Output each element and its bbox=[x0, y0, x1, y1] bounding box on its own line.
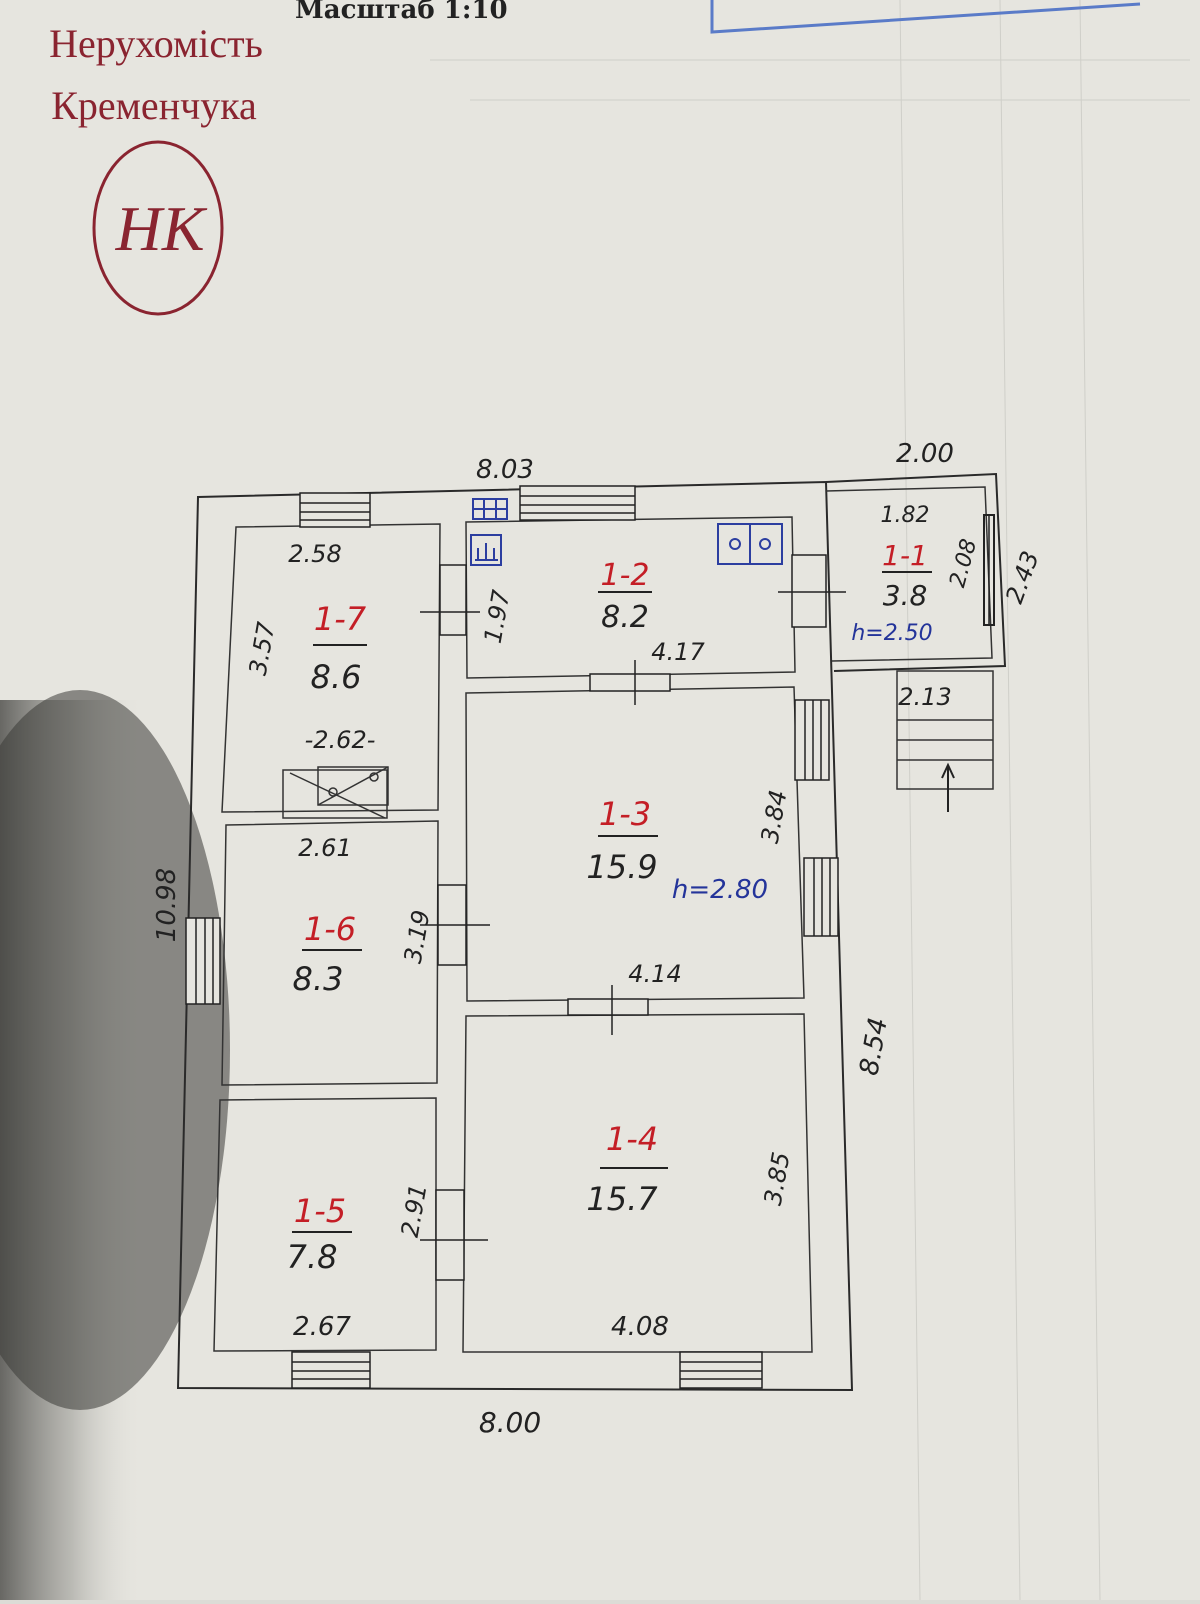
room-1-5-outline bbox=[213, 1097, 437, 1352]
dim-bottom: 8.00 bbox=[479, 1406, 541, 1439]
watermark-line-2: Кременчука bbox=[51, 83, 257, 128]
window-left bbox=[185, 917, 221, 1005]
door-1-2-1-1 bbox=[778, 554, 846, 628]
scale-text: Масштаб 1:10 bbox=[295, 0, 508, 25]
room-1-7-id: 1-7 bbox=[314, 600, 367, 638]
room-1-3-area: 15.9 bbox=[586, 848, 657, 886]
window-top-mid bbox=[519, 485, 636, 521]
room-1-4-width: 4.08 bbox=[611, 1312, 669, 1342]
doors bbox=[420, 554, 846, 1281]
stamp-box bbox=[710, 0, 1141, 34]
door-1-7-1-2 bbox=[420, 564, 480, 636]
windows bbox=[185, 485, 839, 1389]
room-1-3-ceiling: h=2.80 bbox=[672, 875, 768, 905]
room-1-6-area: 8.3 bbox=[293, 960, 344, 998]
door-1-5-1-4 bbox=[420, 1189, 488, 1281]
room-1-5-width: 2.67 bbox=[293, 1312, 351, 1342]
window-bottom-left bbox=[291, 1351, 371, 1389]
window-top-left bbox=[299, 492, 371, 528]
room-1-7-width: 2.58 bbox=[288, 540, 341, 568]
window-bottom-right bbox=[679, 1351, 763, 1389]
room-1-2: 1-2 8.2 4.17 1.97 bbox=[479, 558, 706, 666]
room-1-6-width: 2.61 bbox=[298, 834, 351, 862]
window-right-mid bbox=[803, 857, 839, 937]
porch-outer-wall bbox=[825, 472, 1007, 672]
room-1-7-area: 8.6 bbox=[311, 658, 362, 696]
room-1-6: 2.61 1-6 8.3 3.19 bbox=[293, 834, 436, 998]
boiler-icon bbox=[472, 498, 508, 520]
room-1-7: 2.58 1-7 8.6 3.57 -2.62- bbox=[244, 540, 376, 754]
door-1-6-1-3 bbox=[420, 884, 490, 966]
room-1-3-id: 1-3 bbox=[599, 795, 651, 833]
dim-left: 10.98 bbox=[152, 868, 182, 942]
room-1-1-area: 3.8 bbox=[883, 579, 928, 612]
room-1-5-id: 1-5 bbox=[294, 1192, 346, 1230]
room-1-6-outline bbox=[221, 820, 439, 1086]
photo-shadow-blob bbox=[0, 690, 230, 1410]
room-1-6-id: 1-6 bbox=[304, 910, 356, 948]
room-1-2-width: 4.17 bbox=[651, 638, 705, 666]
sink-icon bbox=[717, 523, 783, 565]
dim-top-main: 8.03 bbox=[476, 455, 534, 485]
background-form-lines bbox=[430, 0, 1190, 1601]
room-1-4-id: 1-4 bbox=[606, 1120, 658, 1158]
room-1-1-width: 1.82 bbox=[881, 503, 930, 528]
room-1-2-id: 1-2 bbox=[601, 558, 650, 593]
room-1-5-area: 7.8 bbox=[287, 1238, 338, 1276]
room-1-4-area: 15.7 bbox=[586, 1180, 658, 1218]
room-1-1: 1.82 1-1 3.8 2.08 h=2.50 bbox=[851, 503, 982, 646]
stove-gas-icon bbox=[470, 534, 502, 566]
entrance-steps bbox=[896, 670, 994, 812]
dim-porch-bottom: 2.13 bbox=[898, 683, 951, 711]
door-1-2-1-3 bbox=[589, 660, 671, 705]
window-right-upper bbox=[794, 699, 830, 781]
watermark-logo-letters: НК bbox=[115, 193, 208, 264]
room-1-2-area: 8.2 bbox=[601, 600, 649, 635]
stove-block bbox=[282, 766, 389, 819]
dim-top-porch: 2.00 bbox=[896, 439, 954, 469]
room-1-1-id: 1-1 bbox=[882, 539, 928, 572]
room-1-4: 1-4 15.7 3.85 4.08 bbox=[586, 1120, 795, 1342]
room-1-7-width-2: -2.62- bbox=[305, 726, 376, 754]
room-1-7-outline bbox=[221, 523, 441, 813]
room-1-1-ceiling: h=2.50 bbox=[851, 621, 932, 646]
watermark-logo: НК bbox=[92, 140, 224, 316]
door-1-3-1-4 bbox=[567, 985, 649, 1035]
watermark-line-1: Нерухомість bbox=[49, 21, 263, 66]
room-1-3-width: 4.14 bbox=[628, 960, 681, 988]
